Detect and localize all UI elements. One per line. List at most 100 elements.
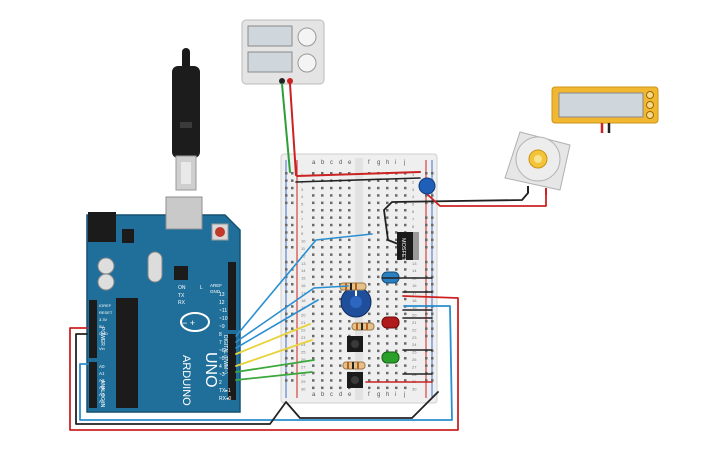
breadboard-hole [348,327,351,330]
rail-hole [291,357,294,360]
digital-header-label: DIGITAL (PWM~) [222,335,228,374]
breadboard-hole [377,386,380,390]
breadboard-hole [404,320,407,323]
breadboard-hole [330,253,333,256]
rail-hole [425,364,428,367]
row-number: 25 [301,350,306,355]
row-number: 21 [301,320,306,325]
breadboard-hole [348,275,351,279]
column-label: e [348,392,352,398]
breadboard-hole [368,371,371,375]
breadboard-hole [348,253,351,256]
digital-pin-label: ~5 [219,356,225,362]
breadboard-hole [395,305,398,308]
wire-motor-black [383,192,529,245]
rail-hole [425,260,428,264]
breadboard-hole [321,320,324,323]
breadboard-hole [321,386,324,390]
voltage-knob[interactable] [297,27,317,47]
tx-led-label: TX [178,293,185,299]
breadboard-hole [377,379,380,382]
rail-hole [291,320,294,323]
breadboard-hole [377,260,380,264]
gnd-power-label: GND [99,331,108,336]
crystal [147,251,163,283]
breadboard-hole [348,231,351,234]
wire-supply-red [289,83,297,176]
breadboard-hole [386,253,389,256]
breadboard-hole [348,194,351,197]
breadboard-hole [312,268,315,271]
breadboard-hole [386,283,389,286]
rail-hole [425,246,428,249]
breadboard-hole [330,364,333,367]
breadboard-hole [395,223,398,227]
rail-hole [425,268,428,271]
column-label: j [403,160,405,166]
row-number: 13 [301,261,306,266]
breadboard-hole [404,334,407,338]
analog-pin-label: A4 [99,392,105,397]
breadboard-hole [339,268,342,271]
rail-hole [291,231,294,234]
pushbutton-1[interactable] [347,336,363,352]
rail-hole [291,290,294,293]
row-number: 15 [301,276,306,281]
wire-5v-red [69,295,459,431]
breadboard-hole [368,179,371,182]
wire-top-red-rail [296,171,421,177]
rail-hole [425,172,428,175]
breadboard-hole [339,305,342,308]
breadboard-hole [339,194,342,197]
pushbutton-2[interactable] [347,372,363,388]
breadboard-hole [377,194,380,197]
breadboard-hole [321,297,324,301]
breadboard-hole [330,342,333,345]
rail-hole [425,231,428,234]
dc-power-supply [241,19,325,85]
breadboard-hole [339,223,342,227]
breadboard-hole [348,260,351,264]
breadboard-hole [330,194,333,197]
rail-hole [291,216,294,219]
digital-pin-label: ~3 [219,372,225,378]
rail-hole [431,371,434,375]
breadboard-hole [348,172,351,175]
breadboard-hole [386,290,389,293]
row-number: 23 [301,335,306,340]
column-label: b [321,160,325,166]
breadboard-hole [386,312,389,316]
wire-gnd-black [75,333,439,425]
breadboard-hole [377,297,380,301]
row-number: 9 [301,231,304,236]
breadboard-hole [395,379,398,382]
breadboard-hole [312,334,315,338]
reset-button[interactable] [215,227,225,237]
rail-hole [291,379,294,382]
breadboard-hole [368,357,371,360]
breadboard-hole [339,297,342,301]
breadboard-hole [348,201,351,205]
breadboard-hole [312,209,315,212]
wire-pin-blue-3 [235,299,319,349]
digital-pin-label: ~9 [219,324,225,330]
breadboard-hole [404,364,407,367]
wire-supply-green [281,83,291,173]
breadboard-hole [404,186,407,190]
breadboard-hole [377,186,380,190]
breadboard-hole [312,253,315,256]
breadboard-hole [330,223,333,227]
breadboard-hole [386,327,389,330]
row-number: 20 [412,313,417,318]
rail-hole [285,312,288,316]
rail-hole [291,172,294,175]
column-label: h [386,160,389,166]
current-knob[interactable] [297,53,317,73]
breadboard-hole [395,312,398,316]
breadboard-hole [377,179,380,182]
rail-hole [431,172,434,175]
column-label: b [321,392,325,398]
breadboard-hole [321,268,324,271]
wire-pin-blue-1 [235,233,373,337]
